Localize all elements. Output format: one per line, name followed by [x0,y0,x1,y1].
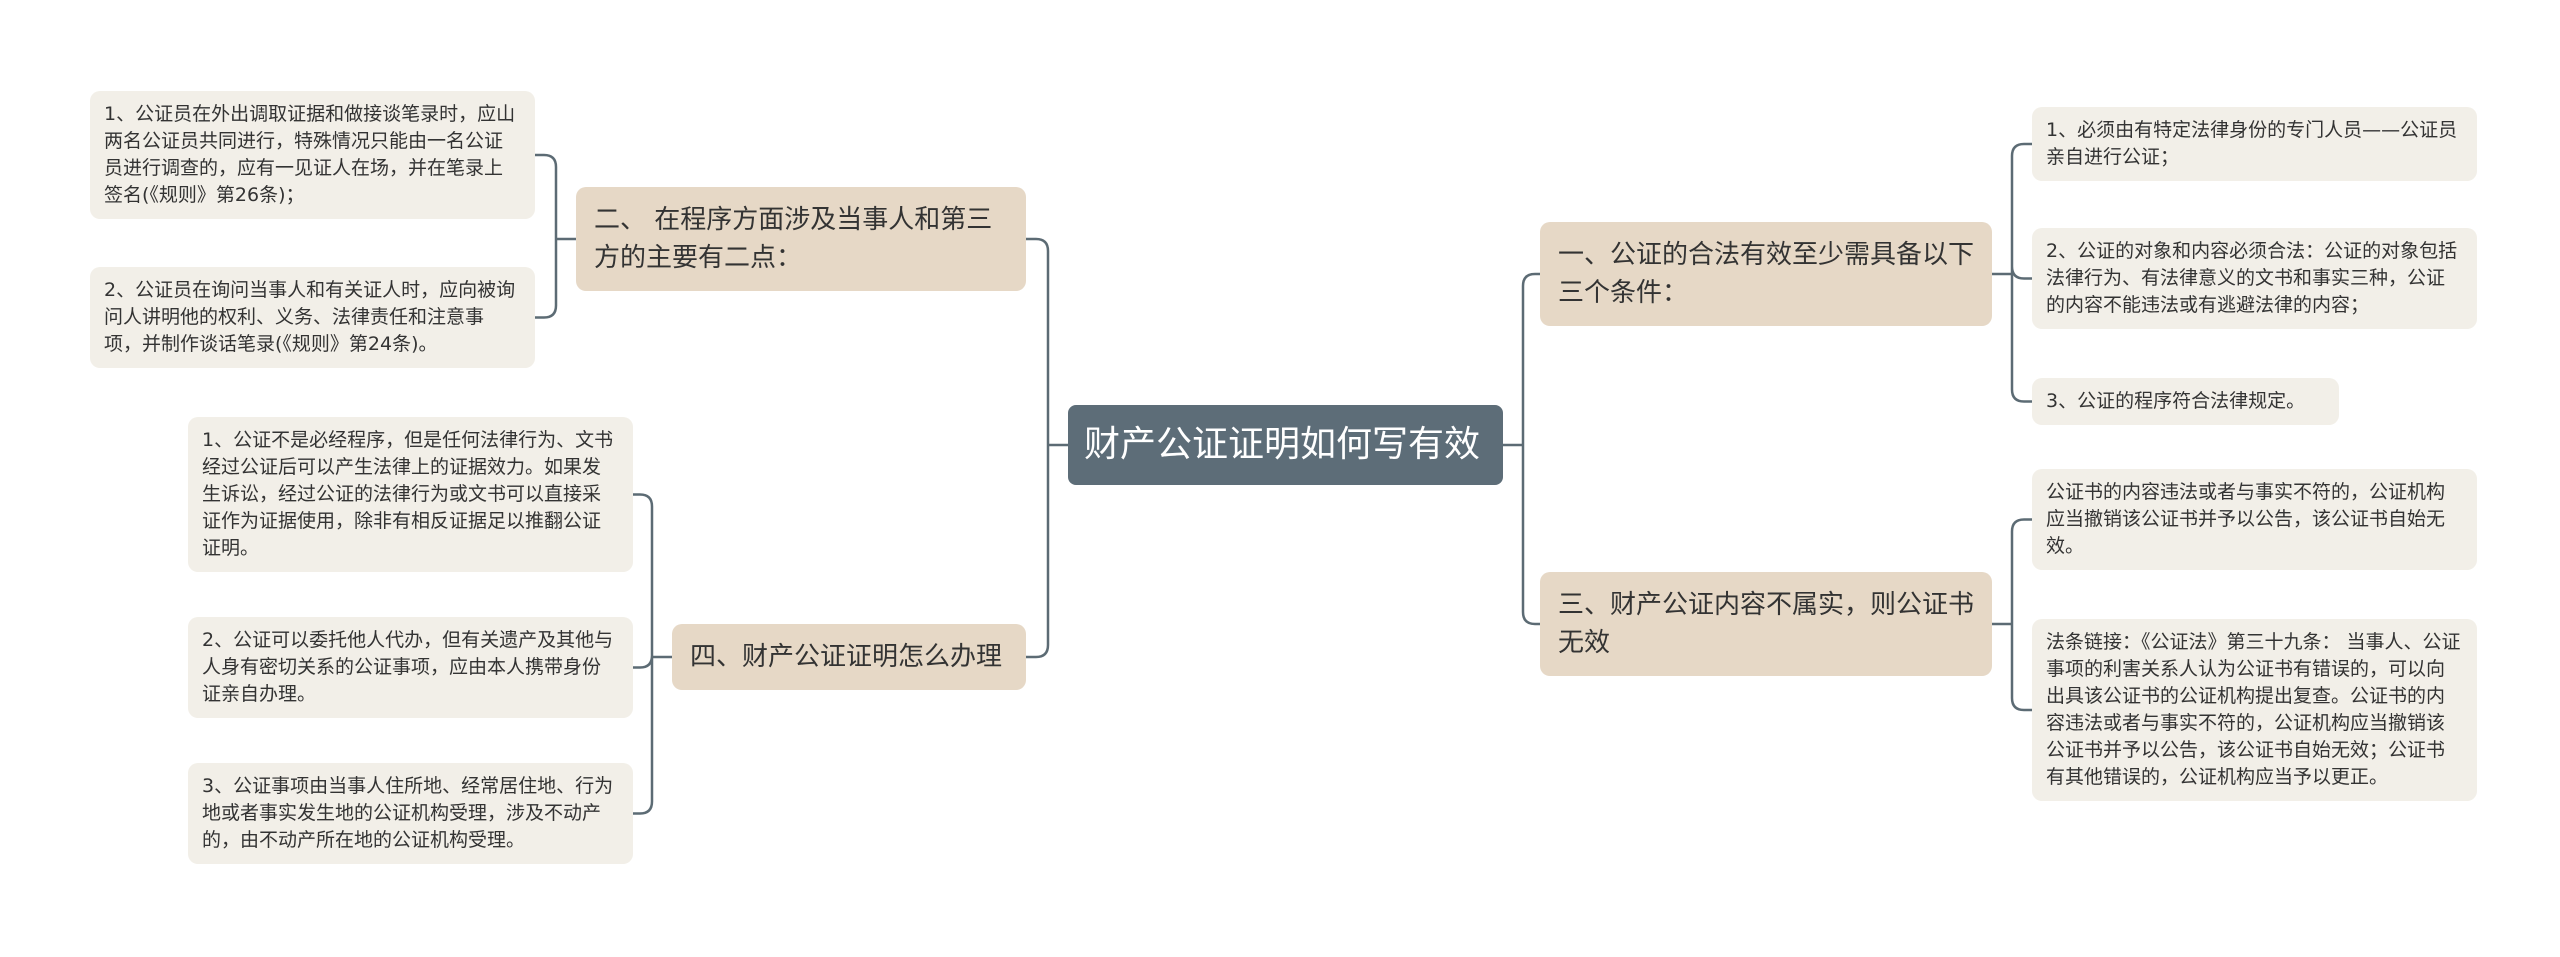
leaf-invalid-item-1[interactable]: 公证书的内容违法或者与事实不符的，公证机构应当撤销该公证书并予以公告，该公证书自… [2032,469,2477,570]
branch-validity-conditions[interactable]: 一、公证的合法有效至少需具备以下三个条件： [1540,222,1992,326]
leaf-handle-item-2[interactable]: 2、公证可以委托他人代办，但有关遗产及其他与人身有密切关系的公证事项，应由本人携… [188,617,633,718]
leaf-condition-3[interactable]: 3、公证的程序符合法律规定。 [2032,378,2339,425]
branch-procedure-connector [533,153,578,319]
leaf-procedure-item-1[interactable]: 1、公证员在外出调取证据和做接谈笔录时，应山两名公证员共同进行，特殊情况只能由一… [90,91,535,219]
leaf-handle-item-1[interactable]: 1、公证不是必经程序，但是任何法律行为、文书经过公证后可以产生法律上的证据效力。… [188,417,633,572]
branch-validity-connector [1990,142,2034,403]
leaf-condition-1[interactable]: 1、必须由有特定法律身份的专门人员——公证员亲自进行公证； [2032,107,2477,181]
leaf-invalid-item-2[interactable]: 法条链接：《公证法》第三十九条： 当事人、公证事项的利害关系人认为公证书有错误的… [2032,619,2477,801]
leaf-handle-item-3[interactable]: 3、公证事项由当事人住所地、经常居住地、行为地或者事实发生地的公证机构受理，涉及… [188,763,633,864]
branch-content-invalid[interactable]: 三、财产公证内容不属实，则公证书无效 [1540,572,1992,676]
branch-invalid-connector [1990,518,2034,712]
root-topic[interactable]: 财产公证证明如何写有效 [1068,405,1503,485]
leaf-procedure-item-2[interactable]: 2、公证员在询问当事人和有关证人时，应向被询问人讲明他的权利、义务、法律责任和注… [90,267,535,368]
branch-procedure-parties[interactable]: 二、 在程序方面涉及当事人和第三方的主要有二点： [576,187,1026,291]
leaf-condition-2[interactable]: 2、公证的对象和内容必须合法：公证的对象包括法律行为、有法律意义的文书和事实三种… [2032,228,2477,329]
branch-how-to-handle[interactable]: 四、财产公证证明怎么办理 [672,624,1026,690]
root-left-connector [1024,237,1070,659]
branch-handle-connector [631,493,674,815]
root-right-connector [1501,272,1542,626]
